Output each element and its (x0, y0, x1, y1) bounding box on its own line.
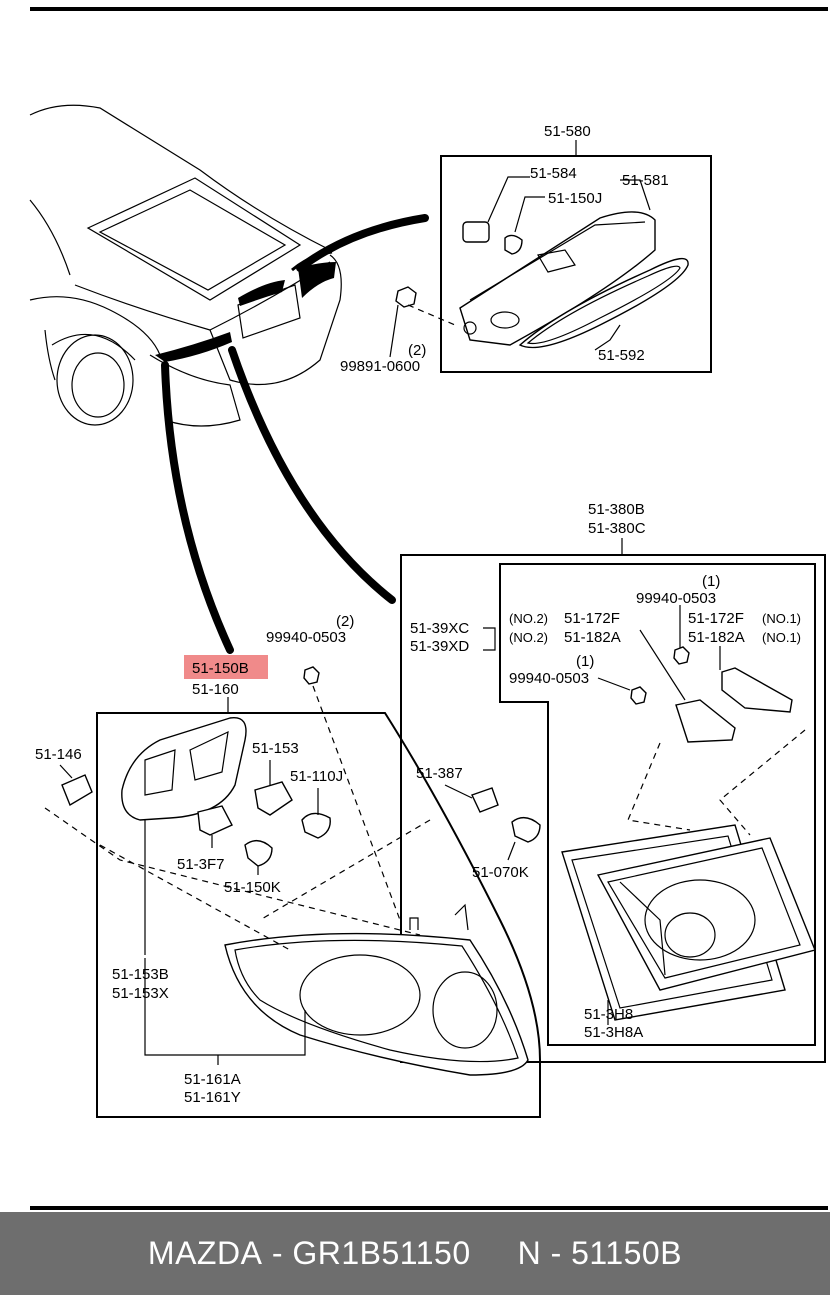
callout-qty-2a: (2) (408, 342, 426, 359)
part-number-footer: MAZDA - GR1B51150 N - 51150B (0, 1212, 830, 1295)
callout-51-380C: 51-380C (588, 520, 646, 537)
callout-99940-0503-c: 99940-0503 (266, 629, 346, 646)
callout-qty-1b: (1) (576, 653, 594, 670)
callout-51-150K: 51-150K (224, 879, 281, 896)
footer-brand: MAZDA (147, 1235, 263, 1271)
callout-51-110J: 51-110J (290, 768, 343, 785)
footer-gap (471, 1235, 518, 1272)
callout-99940-0503-a: 99940-0503 (636, 590, 716, 607)
callout-99891-0600: 99891-0600 (340, 358, 420, 375)
leader-high-mount (296, 214, 429, 272)
callout-51-3F7: 51-3F7 (177, 856, 225, 873)
callout-no1-a: (NO.1) (762, 611, 801, 626)
callout-51-3H8: 51-3H8 (584, 1006, 633, 1023)
car-rear-illustration (29, 104, 342, 427)
callout-51-172F-a: 51-172F (564, 610, 620, 627)
callout-51-182A-b: 51-182A (688, 629, 745, 646)
callout-51-161A: 51-161A (184, 1071, 241, 1088)
callout-51-39XC: 51-39XC (410, 620, 469, 637)
inner-lamp-group (400, 538, 826, 1063)
footer-part-number: GR1B51150 (292, 1235, 471, 1271)
callout-99940-0503-b: 99940-0503 (509, 670, 589, 687)
callout-qty-1a: (1) (702, 573, 720, 590)
leader-inner-lamp (228, 346, 396, 604)
callout-51-580: 51-580 (544, 123, 591, 140)
callout-51-153B: 51-153B (112, 966, 169, 983)
leader-rear-lamp (161, 361, 234, 654)
high-mount-lamp-group (389, 140, 712, 373)
callout-51-160: 51-160 (192, 681, 239, 698)
callout-no1-b: (NO.1) (762, 630, 801, 645)
callout-51-161Y: 51-161Y (184, 1089, 241, 1106)
callout-51-146: 51-146 (35, 746, 82, 763)
footer-ref-number: 51150B (571, 1235, 683, 1271)
callout-qty-2b: (2) (336, 613, 354, 630)
callout-51-3H8A: 51-3H8A (584, 1024, 643, 1041)
callout-51-070K: 51-070K (472, 864, 529, 881)
callout-51-380B: 51-380B (588, 501, 645, 518)
callout-51-387: 51-387 (416, 765, 463, 782)
callout-labels: 51-580 51-584 51-150J 51-581 51-592 (2) … (35, 123, 801, 1106)
footer-sep-1: - (262, 1235, 293, 1271)
callout-51-153: 51-153 (252, 740, 299, 757)
footer-ref-prefix: N (517, 1235, 542, 1271)
callout-51-153X: 51-153X (112, 985, 169, 1002)
callout-no2-a: (NO.2) (509, 611, 548, 626)
callout-51-150B: 51-150B (192, 660, 249, 677)
highlight-box (184, 655, 268, 679)
callout-no2-b: (NO.2) (509, 630, 548, 645)
footer-sep-2: - (541, 1235, 572, 1271)
callout-51-182A-a: 51-182A (564, 629, 621, 646)
callout-51-172F-b: 51-172F (688, 610, 744, 627)
callout-51-592: 51-592 (598, 347, 645, 364)
rear-lamp-group (44, 666, 541, 1118)
callout-51-584: 51-584 (530, 165, 577, 182)
callout-51-150J: 51-150J (548, 190, 602, 207)
callout-51-581: 51-581 (622, 172, 669, 189)
callout-51-39XD: 51-39XD (410, 638, 469, 655)
